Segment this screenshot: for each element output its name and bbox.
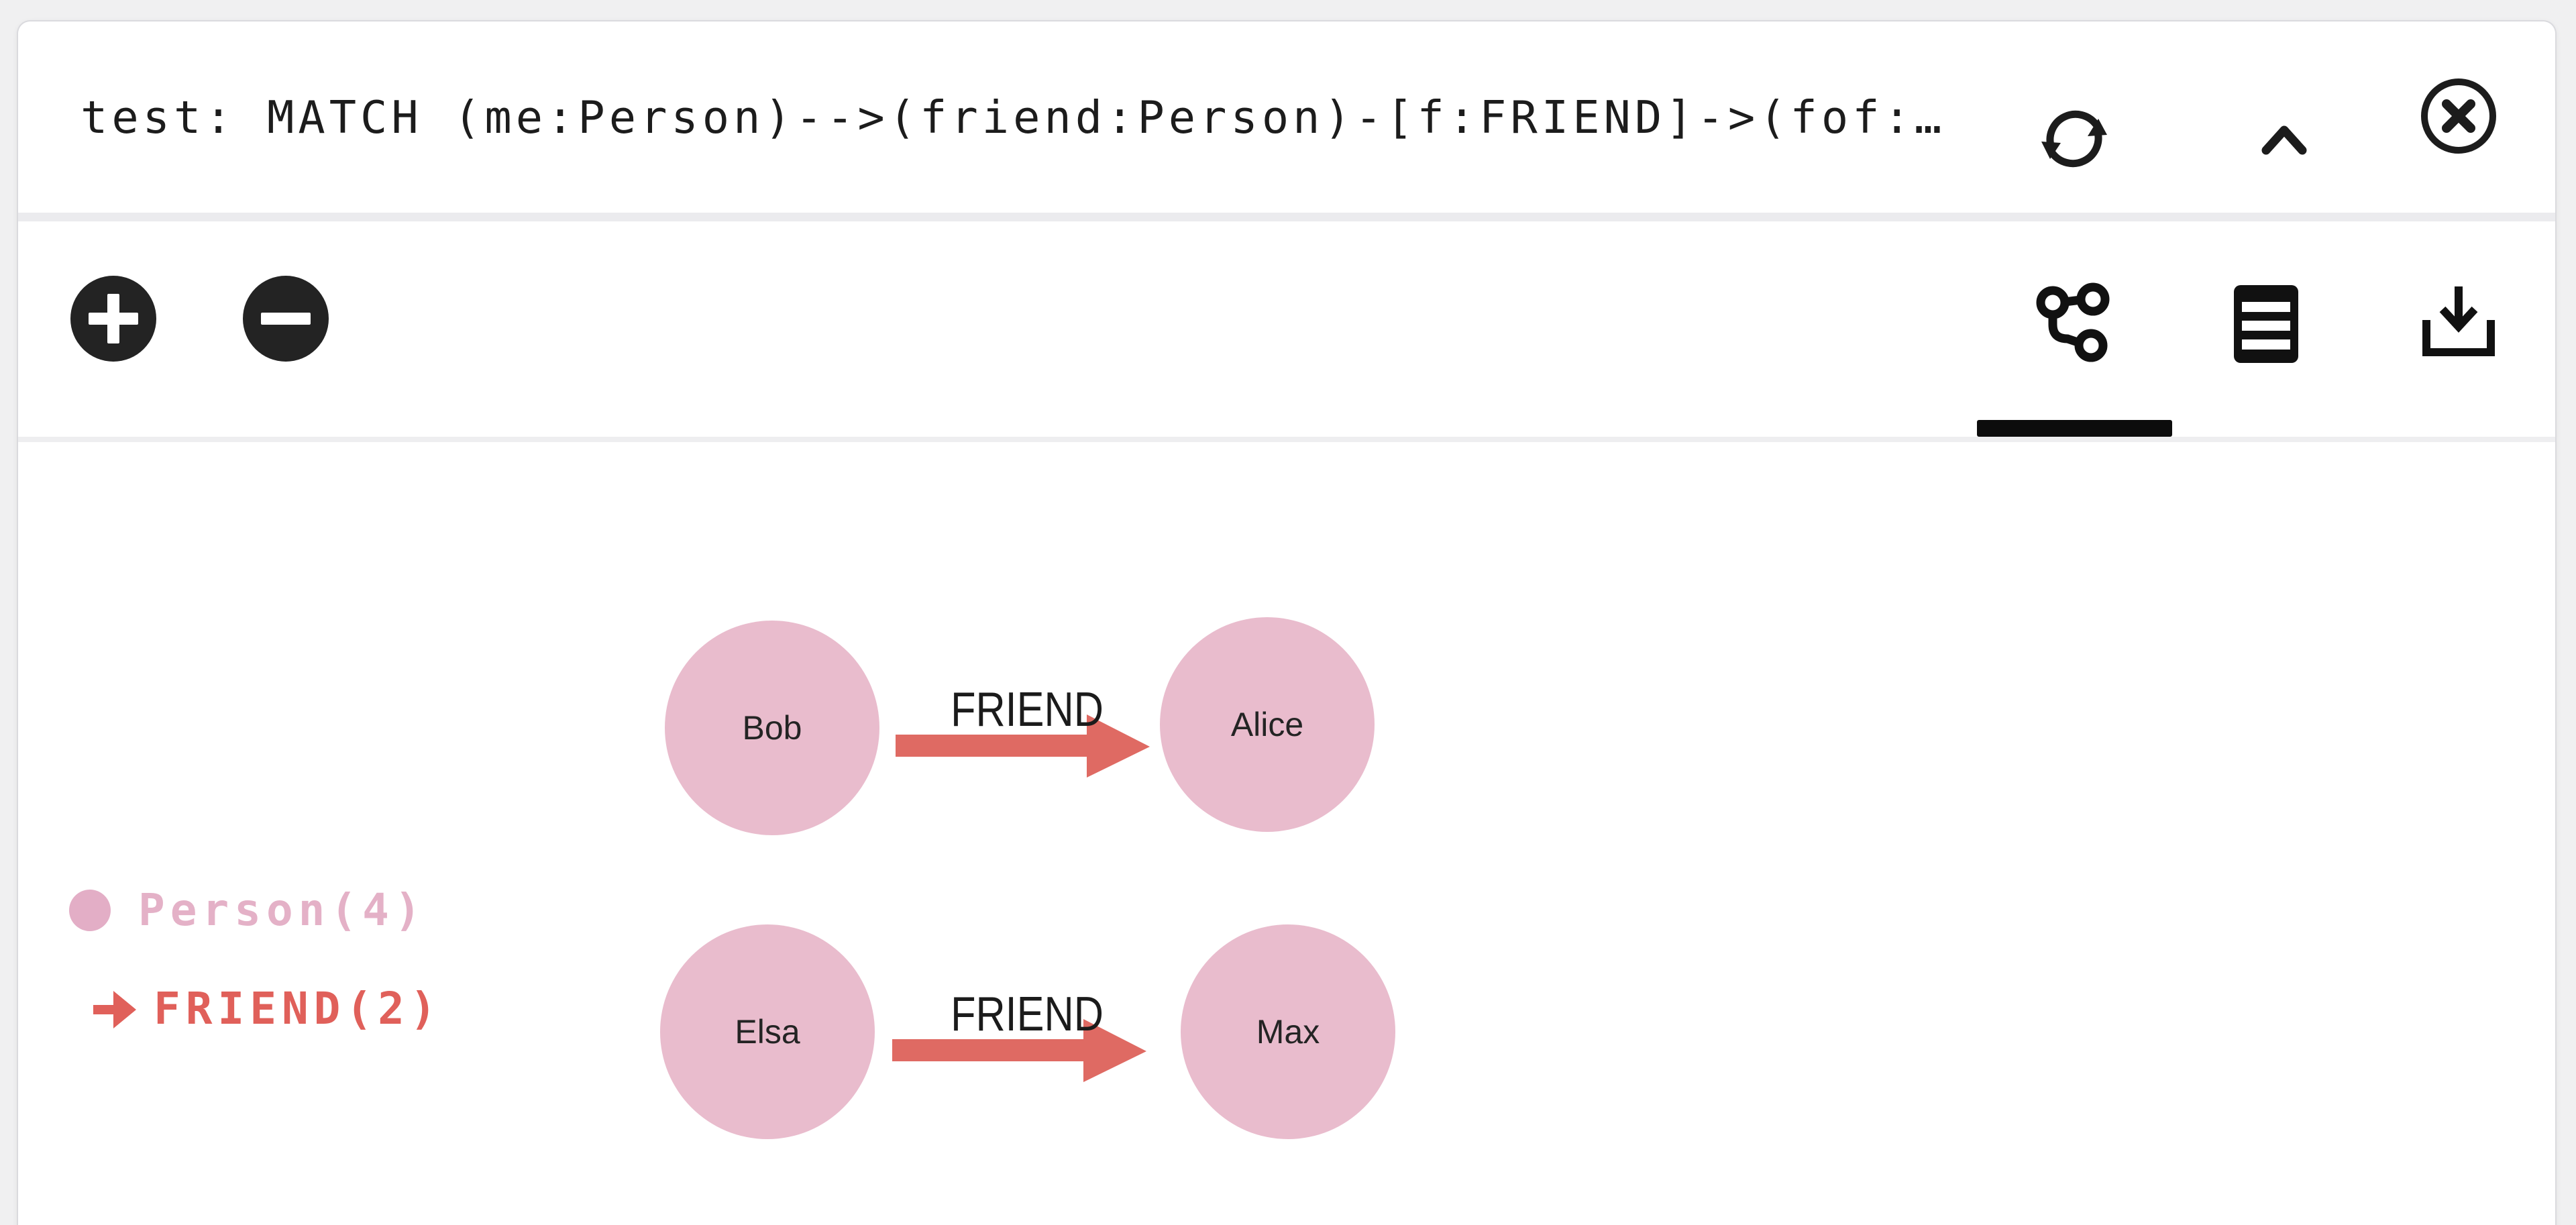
edge-label: FRIEND [951,683,1104,737]
refresh-icon [2034,99,2114,179]
section-divider [18,213,2555,221]
table-rows-icon [2222,280,2310,368]
legend-label: FRIEND(2) [154,983,442,1034]
section-divider [18,437,2555,442]
graph-node-alice[interactable]: Alice [1160,617,1375,832]
collapse-button[interactable] [2247,103,2321,177]
query-bar: test: MATCH (me:Person)-->(friend:Person… [18,21,2555,213]
zoom-out-button[interactable] [243,276,329,362]
download-button[interactable] [2413,278,2504,370]
graph-canvas[interactable]: Person(4) FRIEND(2) [18,442,2555,1225]
chevron-up-icon [2247,103,2321,177]
minus-icon [243,276,329,362]
zoom-in-button[interactable] [70,276,156,362]
edge-elsa-max[interactable] [892,1019,1146,1082]
node-label: Bob [742,709,802,747]
view-toolbar [18,221,2555,437]
legend-item-person[interactable]: Person(4) [69,884,427,936]
plus-icon [70,276,156,362]
graph-node-max[interactable]: Max [1181,924,1395,1139]
node-label-swatch-icon [69,889,111,931]
active-tab-indicator [1977,420,2172,437]
node-label: Alice [1230,706,1304,743]
edge-bob-alice[interactable] [896,714,1150,778]
relationship-arrow-icon [69,988,136,1030]
graph-node-bob[interactable]: Bob [665,621,879,835]
graph-node-elsa[interactable]: Elsa [660,924,875,1139]
node-label: Max [1256,1013,1320,1051]
cypher-query-text: test: MATCH (me:Person)-->(friend:Person… [80,91,1946,144]
refresh-button[interactable] [2034,99,2114,179]
close-button[interactable] [2416,74,2501,158]
close-circle-icon [2416,74,2501,158]
tab-graph-view[interactable] [2027,277,2121,371]
download-tray-icon [2413,278,2504,370]
node-label: Elsa [735,1013,800,1051]
graph-network-icon [2027,277,2121,371]
graph-widget-card: test: MATCH (me:Person)-->(friend:Person… [17,20,2557,1225]
legend-item-friend[interactable]: FRIEND(2) [69,983,442,1034]
edges-layer [892,714,1150,1082]
legend-label: Person(4) [138,884,427,936]
edge-label: FRIEND [951,988,1104,1041]
tab-table-view[interactable] [2222,280,2310,368]
